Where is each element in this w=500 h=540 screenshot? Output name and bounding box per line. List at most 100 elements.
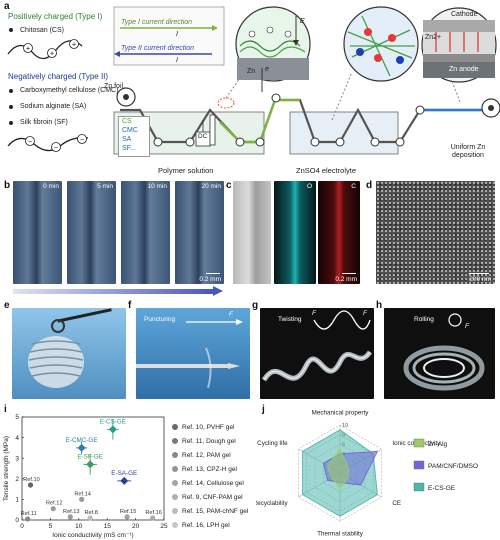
radar-legend-label: PAM/CNF/DMSO — [428, 463, 478, 470]
radar-legend-swatch — [413, 482, 425, 492]
process-schematic — [113, 6, 500, 155]
y-tick-label: 2 — [15, 476, 19, 483]
x-tick-label: 10 — [75, 523, 83, 530]
radar-legend-swatch — [413, 460, 425, 470]
panel-i-label: i — [4, 404, 7, 415]
polymer-list-box: CS CMC SA SF... — [118, 116, 150, 157]
x-axis-label: Ionic conductivity (mS cm⁻¹) — [52, 532, 133, 539]
y-tick-label: 1 — [15, 497, 19, 504]
x-tick-label: 15 — [104, 523, 112, 530]
reference-label: Ref.16 — [145, 510, 161, 516]
channel-o: O — [306, 183, 312, 190]
radar-legend-label: E-CS-GE — [428, 485, 456, 492]
legend-row: Ref. 15, PAM-chNF gel — [172, 504, 272, 518]
reference-point — [87, 515, 93, 521]
legend-marker — [172, 452, 178, 458]
time-10min: 10 min — [147, 183, 167, 190]
chitosan-item: Chitosan (CS) — [20, 27, 64, 34]
cathode-label: Cathode — [451, 11, 478, 18]
rolling-photo: Rolling F — [384, 308, 495, 399]
force-f-label: F — [363, 310, 367, 317]
force-f-label: F — [229, 311, 233, 318]
svg-text:+: + — [72, 42, 76, 49]
radar-axis-label: Recyclability — [256, 500, 288, 507]
sample-label: E-CS-GE — [100, 418, 126, 425]
puncture-photo: Puncturing F — [136, 308, 250, 399]
scale-bar — [342, 272, 356, 274]
x-tick-label: 0 — [20, 523, 24, 530]
panel-h-label: h — [376, 300, 383, 311]
zn-ion-label: Zn2+ — [425, 34, 442, 41]
legend-marker — [172, 438, 178, 444]
electrolyte-label: ZnSO4 electrolyte — [296, 166, 357, 175]
legend-row: Ref. 16, LPH gel — [172, 518, 272, 532]
polymer-cs: CS — [122, 118, 132, 125]
reference-point — [50, 506, 56, 512]
sem-cross-section — [233, 181, 271, 284]
legend-label: Ref. 15, PAM-chNF gel — [182, 507, 249, 515]
reference-label: Ref.10 — [23, 477, 39, 483]
sample-point — [108, 425, 117, 434]
sample-label: E-SF-GE — [77, 453, 103, 460]
sample-point — [86, 460, 95, 469]
time-0min: 0 min — [43, 183, 59, 190]
svg-text:−: − — [80, 137, 84, 144]
force-f-label: F — [465, 323, 469, 330]
y-axis-label: Tensile strength (MPa) — [3, 436, 10, 501]
type2-current-symbol: I — [176, 57, 178, 64]
needle-icon — [136, 319, 243, 389]
reference-point — [79, 496, 85, 502]
carbon-map: C 0.2 mm — [318, 181, 360, 284]
legend-label: Ref. 11, Dough gel — [182, 437, 236, 445]
panel-a-label: a — [4, 1, 10, 12]
legend-label: Ref. 16, LPH gel — [182, 521, 230, 529]
radar-axis-label: Mechanical property — [312, 410, 370, 417]
x-tick-label: 5 — [49, 523, 53, 530]
panel-c-label: c — [226, 180, 232, 191]
zn-anode-label: Zn anode — [449, 66, 479, 73]
deposition-label: Uniform Zn deposition — [450, 144, 486, 160]
micrograph-10min: 10 min — [121, 181, 170, 284]
panel-d-label: d — [366, 180, 373, 191]
legend-row: Ref. 9, CNF-PAM gel — [172, 490, 272, 504]
panel-e-label: e — [4, 300, 10, 311]
positive-charge-title: Positively charged (Type I) — [8, 12, 103, 21]
y-tick-label: 5 — [15, 414, 19, 421]
reference-label: Ref.12 — [46, 501, 62, 507]
micrograph-0min: 0 min — [13, 181, 62, 284]
legend-marker — [172, 424, 178, 430]
type1-current-symbol: I — [176, 31, 178, 38]
time-gradient-bar — [13, 289, 213, 294]
reference-label: Ref.14 — [74, 491, 90, 497]
zn-foil-label: Zn foil — [104, 83, 124, 90]
legend-row: Ref. 12, PAM gel — [172, 448, 272, 462]
time-arrow-icon — [213, 286, 223, 296]
channel-c: C — [351, 183, 356, 190]
radar-legend-label: Zn-Alg — [428, 441, 448, 448]
legend-marker — [172, 522, 178, 528]
puncturing-caption: Puncturing — [144, 316, 176, 323]
dc-label: DC — [198, 133, 208, 140]
polymer-solution-label: Polymer solution — [158, 166, 214, 175]
zn-label: Zn — [247, 68, 256, 75]
radar-axis-label: Cycling life — [257, 440, 288, 447]
field-symbol: E — [300, 18, 305, 25]
panel-g-label: g — [252, 300, 259, 311]
force-f-label: F — [312, 310, 316, 317]
legend-row: Ref. 11, Dough gel — [172, 434, 272, 448]
y-tick-label: 0 — [15, 517, 19, 524]
bullet-icon — [9, 105, 13, 109]
legend-label: Ref. 12, PAM gel — [182, 451, 231, 459]
plot-frame — [21, 416, 165, 521]
sem-surface-image: 200 nm — [376, 181, 495, 284]
bullet-icon — [9, 28, 13, 32]
reference-point — [150, 515, 156, 521]
legend-row: Ref. 14, Cellulose gel — [172, 476, 272, 490]
reference-label: Ref.8 — [84, 510, 97, 516]
legend-row: Ref. 13, CPZ-H gel — [172, 462, 272, 476]
twisting-caption: Twisting — [278, 316, 302, 323]
